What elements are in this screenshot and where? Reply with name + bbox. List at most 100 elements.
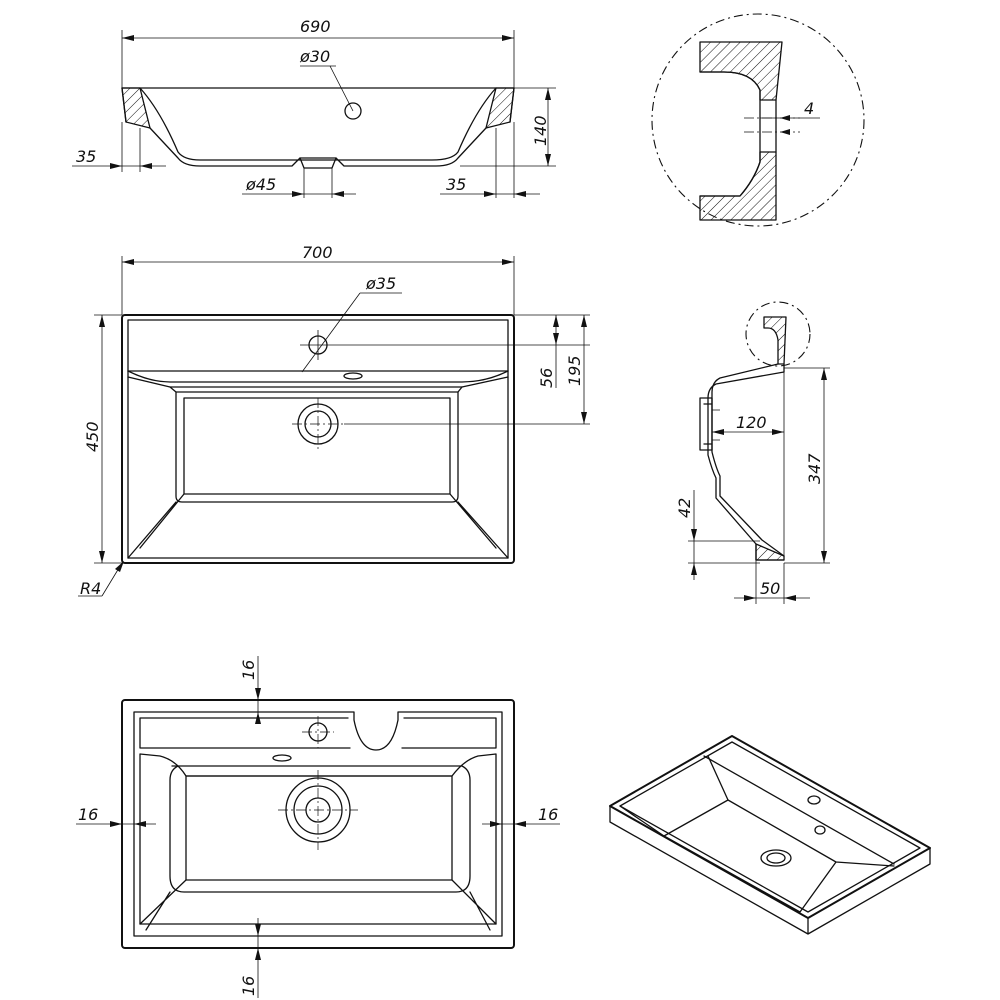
- arrow: [545, 154, 551, 166]
- dim-bottom-bottom: 16: [239, 976, 258, 996]
- tap-leader: [301, 292, 361, 373]
- dim-side-bottom: 42: [675, 498, 694, 518]
- arrow: [502, 35, 514, 41]
- isometric-view: [609, 735, 931, 935]
- arrow: [140, 163, 152, 169]
- dim-top-corner-radius: R4: [80, 579, 101, 598]
- top-overflow-slot: [343, 372, 363, 380]
- arrow: [581, 315, 587, 327]
- iso-tap-hole: [807, 795, 821, 805]
- dim-detail-gap: 4: [804, 99, 814, 118]
- iso-basin-opening: [707, 755, 895, 867]
- dim-side-rim: 50: [760, 579, 780, 598]
- detail-circle: [651, 13, 865, 227]
- arrow: [115, 561, 124, 572]
- iso-drain-inner: [766, 852, 786, 864]
- arrow: [514, 821, 526, 827]
- dim-top-tap-offset: 56: [537, 368, 556, 388]
- arrow: [255, 688, 261, 700]
- side-top-rim-section: [763, 316, 787, 365]
- iso-basin-floor: [619, 799, 837, 913]
- arrow: [772, 429, 784, 435]
- arrow: [691, 563, 697, 575]
- front-basin-outline: [121, 87, 515, 167]
- iso-rim-inner: [619, 741, 921, 913]
- side-profile-outer: [707, 363, 785, 561]
- arrow: [99, 315, 105, 327]
- arrow: [553, 315, 559, 327]
- dim-bottom-right: 16: [538, 805, 558, 824]
- arrow: [255, 948, 261, 960]
- bottom-view: 16 16 16 16: [76, 656, 560, 998]
- detail-inner-wall: [699, 71, 761, 197]
- arrow: [134, 821, 146, 827]
- arrow: [780, 115, 790, 121]
- dim-side-overflow-depth: 120: [736, 413, 767, 432]
- top-basin-rim: [127, 370, 509, 388]
- dim-front-left-offset: 35: [76, 147, 96, 166]
- top-deck-outline: [127, 319, 509, 559]
- front-section-view: ø30 690 140 35 ø45 35: [72, 17, 556, 198]
- arrow: [99, 551, 105, 563]
- dim-front-right-offset: 35: [446, 175, 466, 194]
- bottom-deck-line: [139, 717, 497, 749]
- top-basin-outer: [127, 370, 509, 383]
- arrow: [122, 259, 134, 265]
- side-overflow-channel: [712, 409, 720, 441]
- arrow: [553, 333, 559, 345]
- dim-top-depth: 450: [83, 421, 102, 452]
- arrow: [821, 368, 827, 380]
- bottom-basin-corners: [139, 879, 497, 931]
- arrow: [490, 821, 502, 827]
- bottom-overflow-slot: [272, 754, 292, 762]
- arrow: [122, 35, 134, 41]
- arrow: [514, 191, 526, 197]
- arrow: [484, 191, 496, 197]
- dim-overflow-hole: ø30: [299, 47, 330, 66]
- side-section-view: 120 347 42 50: [675, 301, 830, 604]
- side-overflow-box: [699, 397, 713, 451]
- dim-bottom-left: 16: [78, 805, 98, 824]
- arrow: [292, 191, 304, 197]
- side-profile-inner: [711, 363, 785, 557]
- top-outer-outline: [121, 314, 515, 564]
- arrow: [255, 712, 261, 724]
- bottom-inner-outline: [133, 711, 503, 937]
- dim-tap-hole: ø35: [365, 274, 396, 293]
- arrow: [712, 429, 724, 435]
- arrow: [110, 163, 122, 169]
- dim-top-drain-offset: 195: [565, 355, 584, 386]
- dim-front-width: 690: [300, 17, 331, 36]
- arrow: [691, 529, 697, 541]
- arrow: [110, 821, 122, 827]
- arrow: [332, 191, 344, 197]
- dim-front-drain: ø45: [245, 175, 276, 194]
- top-basin-corners: [127, 386, 509, 559]
- overflow-leader: [329, 65, 354, 112]
- arrow: [502, 259, 514, 265]
- top-view: ø35 700 450 56 195 R4: [78, 243, 590, 598]
- detail-bottom-section: [699, 151, 777, 221]
- iso-deck-edge: [703, 755, 895, 865]
- top-basin-floor: [175, 391, 459, 503]
- arrow: [784, 595, 796, 601]
- iso-drain-outer: [760, 849, 792, 867]
- iso-front-face: [609, 805, 931, 935]
- arrow: [780, 129, 790, 135]
- dim-side-height: 347: [805, 453, 824, 484]
- arrow: [744, 595, 756, 601]
- arrow: [821, 551, 827, 563]
- bottom-basin-floor: [169, 765, 471, 893]
- detail-top-section: [699, 41, 783, 101]
- front-drain-neck: [299, 157, 337, 169]
- dim-front-height: 140: [531, 115, 550, 146]
- detail-view: 4: [651, 13, 865, 227]
- side-detail-marker: [745, 301, 811, 367]
- dim-bottom-top: 16: [239, 660, 258, 680]
- arrow: [545, 88, 551, 100]
- arrow: [255, 924, 261, 936]
- front-overflow-hole: [344, 102, 362, 120]
- top-basin-floor-inner: [183, 397, 451, 495]
- bottom-basin-floor-inner: [185, 775, 453, 881]
